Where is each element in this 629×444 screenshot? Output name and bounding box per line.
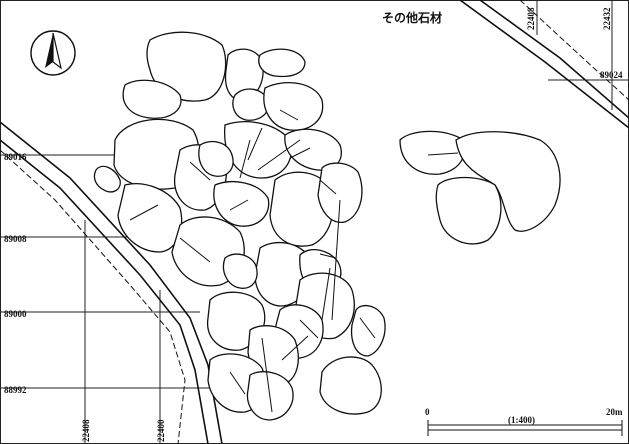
stone xyxy=(198,141,234,177)
grid-label-left-2: 89008 xyxy=(4,234,27,244)
scale-ratio-label: (1:400) xyxy=(508,415,535,425)
grid-label-top-2: 22432 xyxy=(602,7,612,30)
stone xyxy=(350,304,386,357)
stone xyxy=(93,165,121,193)
stone xyxy=(435,176,502,245)
stone xyxy=(258,48,306,78)
stone xyxy=(117,183,183,253)
stone xyxy=(122,79,182,119)
grid-label-left-4: 88992 xyxy=(4,385,27,395)
orientation-strokes xyxy=(129,109,459,413)
stone xyxy=(284,128,342,171)
stone-layout xyxy=(93,31,561,421)
stone xyxy=(263,82,324,131)
grid-label-left-1: 89016 xyxy=(4,152,27,162)
grid-label-top-1: 22408 xyxy=(526,7,536,30)
stone xyxy=(399,130,465,175)
grid-label-left-3: 89000 xyxy=(4,309,27,319)
stone xyxy=(224,48,264,101)
scale-bar: 0 20m (1:400) xyxy=(425,407,623,436)
map-title: その他石材 xyxy=(382,10,442,25)
scale-end-label: 20m xyxy=(606,407,623,417)
scale-start-label: 0 xyxy=(425,407,430,417)
stone xyxy=(319,356,382,415)
stone xyxy=(232,88,270,121)
stone xyxy=(269,171,334,247)
stone xyxy=(222,253,258,289)
stone xyxy=(317,162,363,223)
grid-label-bottom-2: 22400 xyxy=(156,419,166,442)
stone xyxy=(146,31,227,102)
grid-label-right-1: 89024 xyxy=(600,70,623,80)
grid-label-bottom-1: 22408 xyxy=(81,419,91,442)
north-arrow-icon xyxy=(30,30,76,76)
